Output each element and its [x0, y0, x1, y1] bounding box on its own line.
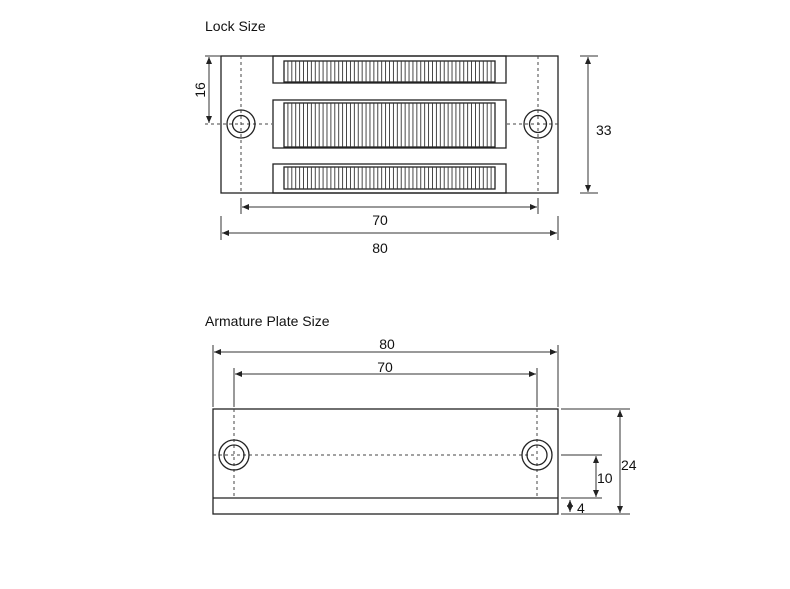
lock-slots [272, 55, 507, 194]
rib-lines [287, 61, 492, 189]
slot-bottom [272, 163, 507, 194]
dim-label-80: 80 [372, 240, 388, 256]
slot-top [272, 55, 507, 84]
dim-label-10: 10 [597, 470, 613, 486]
dim-label-24: 24 [621, 457, 637, 473]
dim-label-33: 33 [596, 122, 612, 138]
dim-label-16: 16 [192, 82, 208, 98]
mounting-hole-left [226, 109, 256, 139]
armature-title: Armature Plate Size [205, 313, 330, 329]
dim-label-80: 80 [379, 336, 395, 352]
slot-middle [272, 99, 507, 149]
mounting-hole-left [218, 439, 250, 471]
dim-label-70: 70 [372, 212, 388, 228]
lock-title: Lock Size [205, 18, 266, 34]
dim-label-4: 4 [577, 500, 585, 516]
lock-drawing: Lock Size 16 33 [192, 18, 612, 256]
armature-drawing: Armature Plate Size 80 70 24 10 [205, 313, 637, 516]
armature-plate [212, 408, 559, 515]
mounting-hole-right [521, 439, 553, 471]
mounting-hole-right [523, 109, 553, 139]
dim-label-70: 70 [377, 359, 393, 375]
